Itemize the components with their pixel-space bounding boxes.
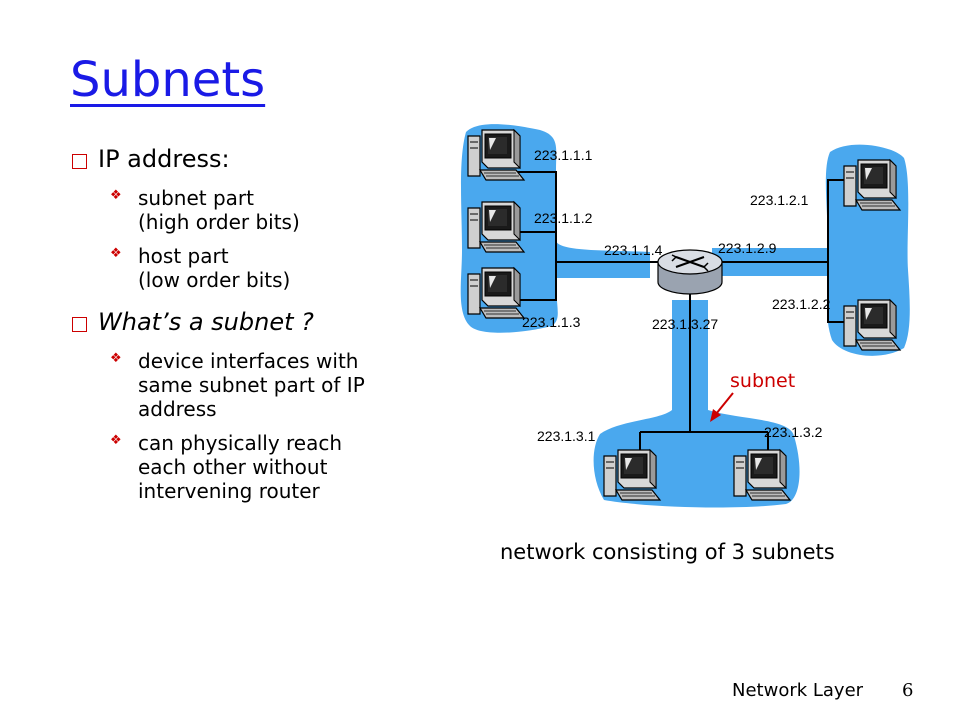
ip-label: 223.1.2.9 (718, 240, 777, 256)
ip-label: 223.1.2.2 (772, 296, 831, 312)
bullet-ip-address: IP address: (72, 145, 412, 174)
sub-bullet-line: intervening router (138, 478, 320, 503)
ip-label: 223.1.3.27 (652, 316, 718, 332)
ip-label: 223.1.3.2 (764, 424, 823, 440)
diamond-bullet-icon: ❖ (110, 350, 122, 366)
diamond-bullet-icon: ❖ (110, 432, 122, 448)
diamond-bullet-icon: ❖ (110, 245, 122, 261)
sub-bullet-line: device interfaces with (138, 348, 359, 373)
diamond-bullet-icon: ❖ (110, 187, 122, 203)
sub-bullet-line: (low order bits) (138, 267, 291, 292)
sub-bullet-subnet-part: ❖ subnet part (high order bits) (72, 186, 412, 234)
network-links (515, 171, 855, 462)
sub-bullet-line: subnet part (138, 185, 254, 210)
sub-bullet-line: (high order bits) (138, 209, 300, 234)
subnet-annotation: subnet (730, 370, 795, 392)
diagram-caption: network consisting of 3 subnets (500, 540, 835, 564)
bullet-list: IP address: ❖ subnet part (high order bi… (72, 145, 412, 513)
arrow-icon (710, 392, 734, 422)
host-computer-icon (467, 267, 525, 319)
host-computer-icon (467, 129, 525, 181)
ip-label: 223.1.1.2 (534, 210, 593, 226)
ip-label: 223.1.3.1 (537, 428, 596, 444)
bullet-whats-a-subnet: What’s a subnet ? (72, 308, 412, 337)
ip-label: 223.1.1.3 (522, 314, 581, 330)
router-icon (657, 249, 723, 295)
bullet-text: What’s a subnet ? (98, 307, 314, 336)
bullet-text: IP address: (98, 145, 230, 173)
sub-bullet-physically-reach: ❖ can physically reach each other withou… (72, 431, 412, 503)
host-computer-icon (603, 449, 661, 501)
sub-bullet-line: can physically reach (138, 430, 343, 455)
ip-label: 223.1.2.1 (750, 192, 809, 208)
page-number: 6 (902, 680, 914, 701)
sub-bullet-line: each other without (138, 454, 328, 479)
checkbox-bullet-icon (72, 154, 87, 169)
ip-label: 223.1.1.4 (604, 242, 663, 258)
sub-bullet-line: host part (138, 243, 229, 268)
host-computer-icon (843, 159, 901, 211)
slide-title: Subnets (70, 52, 266, 108)
sub-bullet-device-interfaces: ❖ device interfaces with same subnet par… (72, 349, 412, 421)
sub-bullet-host-part: ❖ host part (low order bits) (72, 244, 412, 292)
sub-bullet-line: same subnet part of IP (138, 372, 365, 397)
ip-label: 223.1.1.1 (534, 147, 593, 163)
host-computer-icon (733, 449, 791, 501)
footer-text: Network Layer (732, 680, 864, 701)
checkbox-bullet-icon (72, 316, 87, 332)
sub-bullet-line: address (138, 396, 217, 421)
host-computer-icon (843, 299, 901, 351)
host-computer-icon (467, 201, 525, 253)
